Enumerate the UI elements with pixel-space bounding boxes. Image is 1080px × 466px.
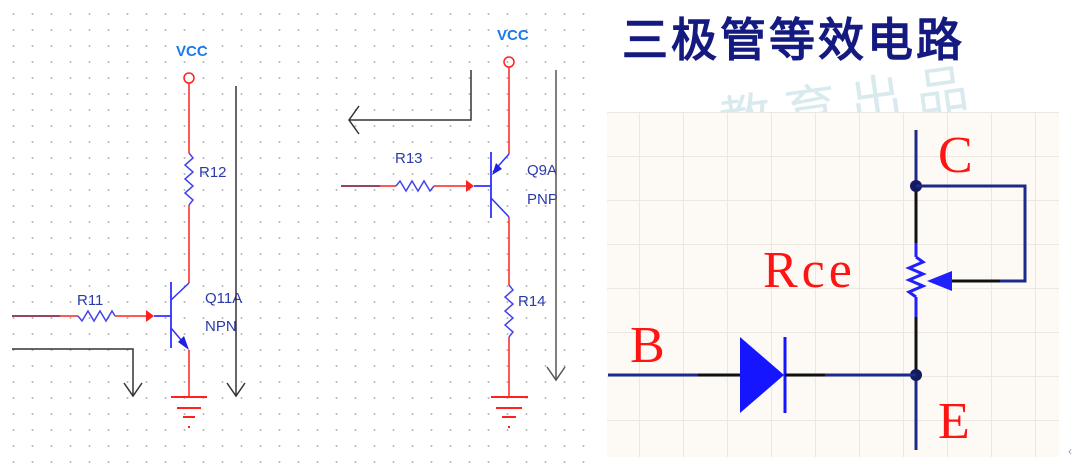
equivalent-circuit-grid [607, 112, 1059, 457]
vcc-label-pnp: VCC [497, 27, 529, 44]
resistor-r14 [503, 284, 515, 338]
chevron-left-icon[interactable]: ‹ [1068, 444, 1072, 458]
pnp-ref-label: Q9A [527, 162, 557, 179]
ground-icon-npn [171, 396, 207, 428]
wiper-loop-wire [916, 184, 1027, 283]
resistor-r12 [183, 152, 195, 206]
resistor-r13 [395, 179, 435, 193]
resistor-r11-label: R11 [77, 292, 103, 309]
npn-emitter-arrow-icon [178, 336, 189, 350]
signal-arrow-pnp-icon [466, 180, 474, 192]
emitter-label: E [938, 393, 970, 450]
resistor-r12-label: R12 [199, 164, 227, 181]
npn-circuit: VCC R12 Q11A NPN R11 [12, 43, 246, 428]
ground-icon-pnp [491, 396, 528, 428]
diode-icon [740, 337, 784, 413]
vcc-terminal-pnp [503, 56, 515, 68]
pnp-circuit: VCC Q9A PNP R13 R14 [341, 27, 566, 428]
collector-label: C [938, 127, 973, 184]
resistor-r11 [77, 309, 116, 323]
resistor-rce [905, 255, 927, 299]
equivalent-circuit-diagram: C Rce B E [608, 127, 1027, 450]
vcc-terminal-npn [183, 72, 195, 84]
npn-collector-leg [170, 282, 190, 301]
current-arrow-pnp-base-icon [348, 70, 472, 135]
pnp-collector-leg [490, 197, 510, 218]
npn-type-label: NPN [205, 318, 237, 335]
left-schematic-canvas: VCC R12 Q11A NPN R11 [0, 0, 600, 466]
resistor-r13-label: R13 [395, 150, 423, 167]
signal-arrow-npn-icon [146, 310, 154, 322]
vcc-label-npn: VCC [176, 43, 208, 60]
base-label: B [630, 317, 665, 374]
current-arrow-npn-base-icon [12, 348, 143, 398]
transistor-schematics: VCC R12 Q11A NPN R11 [12, 27, 566, 428]
npn-ref-label: Q11A [205, 290, 242, 307]
pnp-type-label: PNP [527, 191, 558, 208]
pnp-emitter-arrow-icon [492, 163, 502, 175]
wiper-arrow-icon [927, 271, 952, 291]
resistor-r14-label: R14 [518, 293, 546, 310]
current-arrow-npn-collector-icon [226, 86, 246, 398]
current-arrow-pnp-collector-icon [546, 70, 566, 382]
rce-label: Rce [763, 242, 856, 299]
page-title: 三极管等效电路 [622, 13, 965, 67]
